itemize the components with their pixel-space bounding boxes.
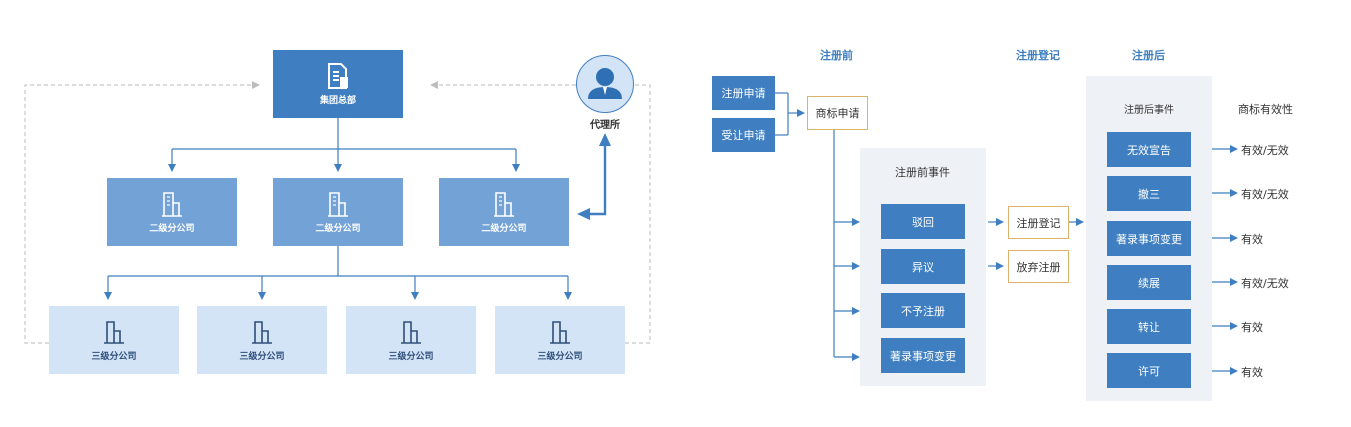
input-registration-application: 注册申请 — [712, 76, 775, 110]
agent-avatar — [576, 55, 634, 113]
validity-value: 有效/无效 — [1241, 144, 1289, 157]
level3-node: 三级分公司 — [197, 306, 327, 374]
building-icon — [162, 191, 182, 217]
agent-link — [577, 133, 611, 220]
application-to-pre-events — [833, 130, 860, 361]
level3-label: 三级分公司 — [239, 351, 285, 362]
inputs-to-application — [775, 92, 805, 136]
post-event-item: 转让 — [1107, 309, 1191, 344]
pre-event-item: 不予注册 — [881, 293, 965, 328]
person-icon — [588, 68, 622, 99]
post-event-item: 无效宣告 — [1107, 132, 1191, 167]
post-event-item: 许可 — [1107, 353, 1191, 388]
building-icon — [550, 320, 570, 344]
post-event-item: 著录事项变更 — [1107, 221, 1191, 256]
building-icon — [104, 320, 124, 344]
level2-to-level3-connectors — [104, 246, 572, 300]
validity-value: 有效 — [1241, 233, 1263, 246]
building-icon — [494, 191, 514, 217]
agent-label: 代理所 — [590, 120, 620, 131]
phase-after-label: 注册后 — [1132, 49, 1165, 62]
pre-events-title: 注册前事件 — [895, 166, 950, 179]
phase-registration-label: 注册登记 — [1016, 49, 1060, 62]
building-icon — [401, 320, 421, 344]
pre-to-outcomes — [988, 218, 1084, 270]
level2-label: 二级分公司 — [149, 223, 195, 234]
hq-label: 集团总部 — [319, 95, 356, 106]
pre-event-item: 驳回 — [881, 204, 965, 239]
level2-label: 二级分公司 — [315, 223, 361, 234]
validity-value: 有效 — [1241, 366, 1263, 379]
validity-value: 有效/无效 — [1241, 188, 1289, 201]
validity-value: 有效 — [1241, 321, 1263, 334]
document-building-icon — [328, 62, 348, 89]
pre-event-item: 著录事项变更 — [881, 338, 965, 373]
level3-label: 三级分公司 — [537, 351, 583, 362]
outcome-abandon: 放弃注册 — [1008, 250, 1069, 283]
level3-label: 三级分公司 — [388, 351, 434, 362]
level2-label: 二级分公司 — [481, 223, 527, 234]
post-events-title: 注册后事件 — [1124, 105, 1174, 116]
validity-header: 商标有效性 — [1238, 103, 1293, 116]
level3-node: 三级分公司 — [346, 306, 476, 374]
level2-node: 二级分公司 — [439, 178, 569, 246]
level3-node: 三级分公司 — [49, 306, 179, 374]
pre-event-item: 异议 — [881, 249, 965, 284]
level2-node: 二级分公司 — [273, 178, 403, 246]
input-transfer-application: 受让申请 — [712, 118, 775, 152]
phase-before-label: 注册前 — [820, 49, 853, 62]
trademark-application-node: 商标申请 — [807, 96, 868, 130]
level3-label: 三级分公司 — [91, 351, 137, 362]
post-event-item: 撤三 — [1107, 176, 1191, 211]
building-icon — [252, 320, 272, 344]
dashed-loop-right — [430, 81, 651, 344]
post-event-item: 续展 — [1107, 265, 1191, 300]
outcome-registration: 注册登记 — [1008, 206, 1069, 239]
level3-node: 三级分公司 — [495, 306, 625, 374]
validity-value: 有效/无效 — [1241, 277, 1289, 290]
hq-to-level2-connectors — [168, 118, 520, 172]
building-icon — [328, 191, 348, 217]
hq-node: 集团总部 — [273, 50, 403, 118]
level2-node: 二级分公司 — [107, 178, 237, 246]
